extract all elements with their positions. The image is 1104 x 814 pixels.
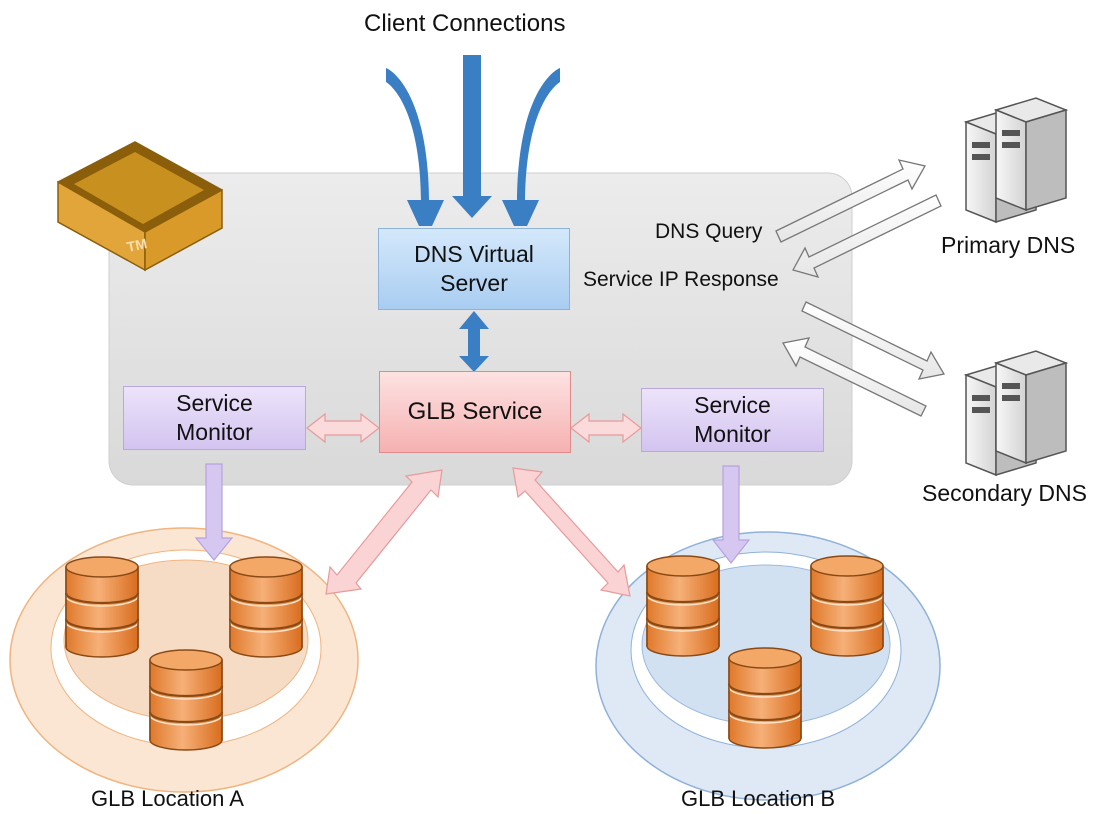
- service-ip-response-label: Service IP Response: [583, 268, 779, 291]
- dns-virtual-server-node: DNS Virtual Server: [378, 228, 570, 310]
- monitor-right-line2: Monitor: [694, 421, 771, 447]
- database-icon: [228, 556, 304, 658]
- client-connection-arrows: [386, 55, 560, 226]
- monitor-left-down-arrow: [194, 463, 234, 561]
- primary-dns-label: Primary DNS: [941, 232, 1076, 258]
- client-arrow-center: [452, 55, 492, 218]
- dns-vs-line1: DNS Virtual: [414, 241, 534, 268]
- secondary-dns-label: Secondary DNS: [922, 480, 1087, 506]
- database-group: [64, 555, 885, 751]
- monitor-right-down-arrow: [711, 465, 751, 564]
- database-icon: [727, 647, 803, 749]
- database-icon: [809, 555, 885, 657]
- glb-service-label: GLB Service: [407, 398, 543, 425]
- client-connections-label: Client Connections: [364, 10, 566, 37]
- logo-tm-text: TM: [125, 235, 148, 255]
- glb-location-b-arrow: [512, 467, 631, 597]
- glb-location-a-arrow: [325, 469, 443, 595]
- server-icon: [993, 350, 1069, 465]
- database-icon: [645, 555, 721, 657]
- secondary-dns-server-icon: [963, 350, 1069, 477]
- monitor-left-line2: Monitor: [176, 419, 253, 445]
- database-icon: [148, 649, 224, 751]
- glb-service-node: GLB Service: [379, 371, 571, 453]
- monitor-left-line1: Service: [176, 390, 253, 417]
- service-ip-response-arrow: [792, 194, 942, 278]
- server-icon: [993, 97, 1069, 212]
- dns-query-label: DNS Query: [655, 220, 763, 243]
- location-a-label: GLB Location A: [91, 786, 244, 811]
- dns-query-arrow: [775, 159, 926, 243]
- box-logo-icon: TM: [57, 141, 223, 272]
- client-arrow-left: [386, 68, 444, 226]
- dns-vs-line2: Server: [440, 270, 508, 296]
- service-monitor-right-node: Service Monitor: [641, 388, 824, 452]
- secondary-query-arrow: [801, 301, 946, 380]
- primary-dns-server-icon: [963, 97, 1069, 224]
- location-b-label: GLB Location B: [681, 786, 836, 811]
- dns-glb-arrow: [459, 311, 489, 372]
- database-icon: [64, 556, 140, 658]
- secondary-response-arrow: [781, 337, 927, 417]
- monitor-right-line1: Service: [694, 392, 771, 419]
- service-monitor-left-node: Service Monitor: [123, 386, 306, 450]
- client-arrow-right: [502, 68, 560, 226]
